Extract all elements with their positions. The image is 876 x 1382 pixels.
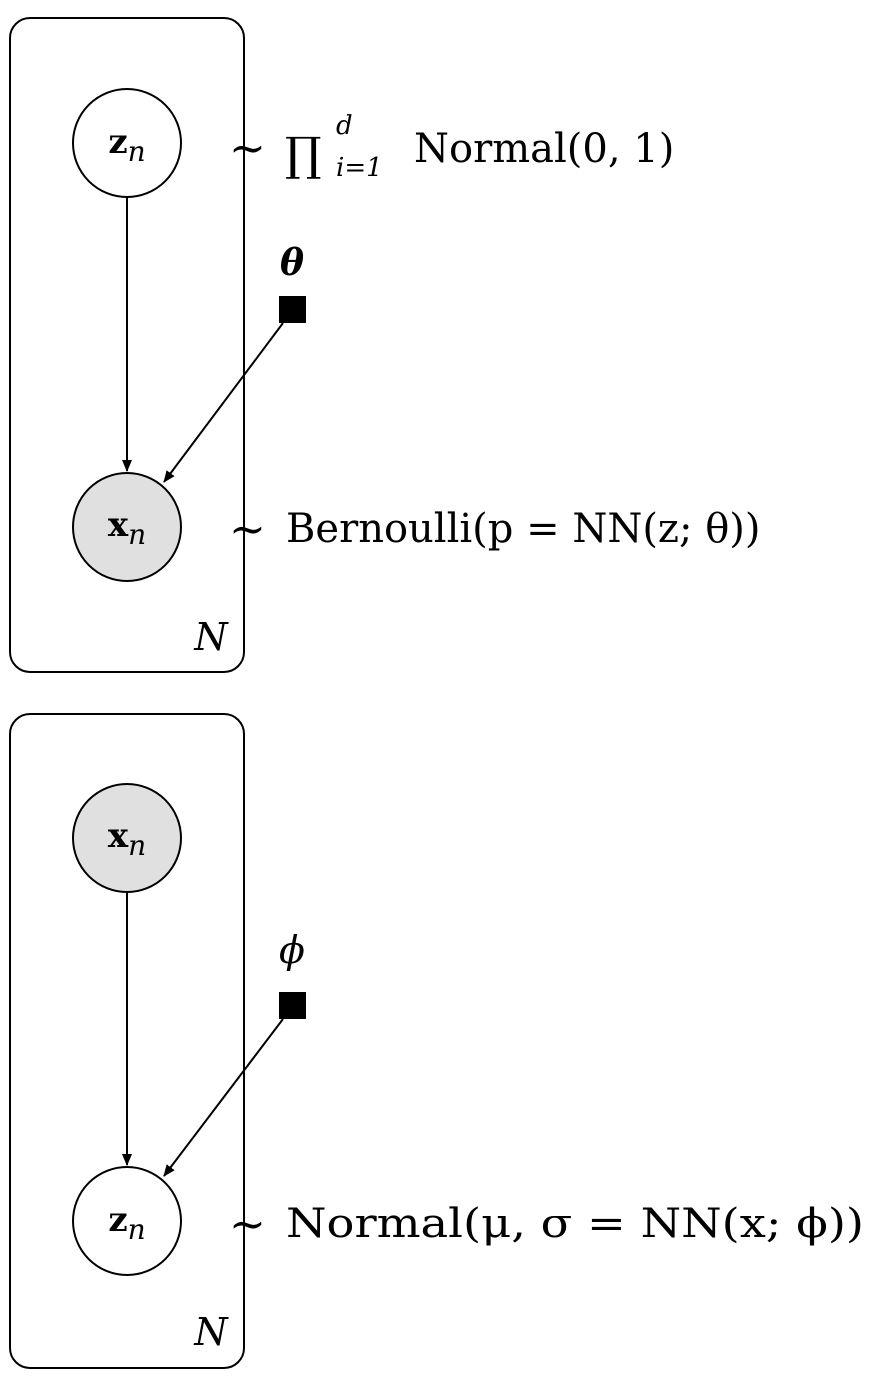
prior-product-lower: i=1: [336, 153, 383, 183]
inference-model: xn zn ϕ N ∼ Normal(μ, σ = NN(x; ϕ)): [9, 713, 864, 1369]
latent-node-z-bottom: [72, 1166, 182, 1276]
parameter-phi-square: [279, 992, 306, 1019]
latent-node-z-top-label: zn: [108, 122, 145, 168]
plate-top: [9, 17, 245, 673]
likelihood-tilde: ∼: [229, 504, 266, 555]
parameter-theta-label: θ: [280, 242, 304, 284]
generative-model: zn xn θ N ∼ ∏ d i=1 Normal(0, 1) ∼ Berno…: [9, 17, 761, 673]
posterior-tilde: ∼: [229, 1199, 266, 1250]
prior-tilde: ∼: [229, 123, 266, 174]
plate-label-top: N: [193, 615, 229, 659]
latent-node-z-bottom-label: zn: [108, 1200, 145, 1246]
parameter-theta-square: [279, 296, 306, 323]
likelihood-text: Bernoulli(p = NN(z; θ)): [286, 506, 761, 552]
prior-product-symbol: ∏: [285, 127, 322, 181]
prior-product-upper: d: [336, 111, 353, 141]
prior-distribution-text: Normal(0, 1): [414, 126, 674, 172]
observed-node-x-bottom: [72, 783, 182, 893]
observed-node-x-top: [72, 472, 182, 582]
edge-phi-to-z: [163, 1018, 284, 1177]
latent-node-z-top: [72, 88, 182, 198]
edge-theta-to-x: [163, 322, 284, 483]
parameter-phi-label: ϕ: [279, 928, 305, 972]
observed-node-x-top-label: xn: [108, 505, 146, 551]
posterior-text: Normal(μ, σ = NN(x; ϕ)): [286, 1201, 864, 1247]
observed-node-x-bottom-label: xn: [108, 816, 146, 862]
plate-label-bottom: N: [193, 1310, 229, 1354]
plate-bottom: [9, 713, 245, 1369]
